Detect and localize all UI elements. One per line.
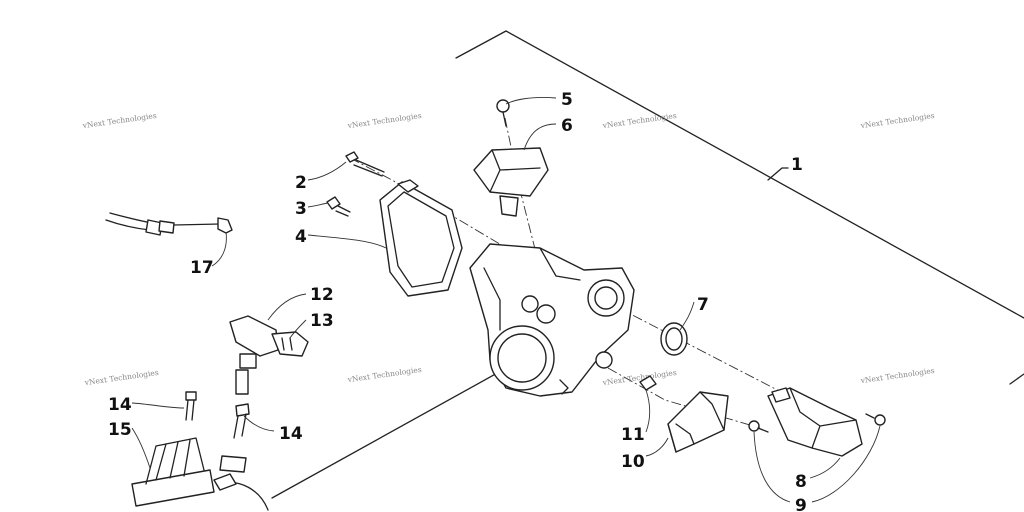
screw-part-3 (326, 196, 351, 217)
map-sensor-part-12 (229, 315, 279, 395)
assembly-frame (271, 30, 1024, 499)
callout-labels: 1 2 3 4 5 6 7 8 9 10 11 12 13 14 14 15 1… (108, 90, 807, 512)
screw-part-9a (748, 420, 769, 433)
bolt-part-14b (233, 403, 250, 439)
clip-part-11 (639, 375, 657, 391)
callout-10: 10 (621, 452, 645, 472)
screw-part-5 (496, 99, 510, 127)
screw-part-2 (345, 151, 385, 177)
callout-12: 12 (310, 285, 334, 305)
connector-part-13 (271, 331, 309, 357)
callout-9: 9 (795, 496, 807, 512)
harness-part-15 (131, 437, 269, 511)
callout-1: 1 (791, 155, 803, 175)
watermark-text: vNext Technologies (859, 366, 935, 385)
callout-17: 17 (190, 258, 214, 278)
watermark-text: vNext Technologies (601, 111, 677, 130)
watermark-text: vNext Technologies (346, 111, 422, 130)
throttle-body-housing (469, 243, 635, 397)
callout-3: 3 (295, 199, 307, 219)
leader-lines (131, 97, 881, 503)
callout-6: 6 (561, 116, 573, 136)
callout-7: 7 (697, 295, 709, 315)
watermark-text: vNext Technologies (81, 111, 157, 130)
throttle-cable-part (105, 212, 233, 236)
callout-14-right: 14 (279, 424, 303, 444)
callout-8: 8 (795, 472, 807, 492)
callout-4: 4 (295, 227, 307, 247)
throttle-cover-part-4 (379, 179, 463, 297)
screw-part-9b (865, 413, 886, 426)
callout-5: 5 (561, 90, 573, 110)
o-ring-part-7 (660, 322, 688, 356)
watermark-text: vNext Technologies (346, 365, 422, 384)
callout-2: 2 (295, 173, 307, 193)
watermark-text: vNext Technologies (83, 368, 159, 387)
callout-11: 11 (621, 425, 645, 445)
valve-part-8 (767, 387, 863, 457)
callout-13: 13 (310, 311, 334, 331)
sensor-part-10 (667, 391, 729, 453)
callout-15: 15 (108, 420, 132, 440)
watermark-text: vNext Technologies (859, 111, 935, 130)
bolt-part-14a (185, 391, 197, 421)
sensor-part-6 (473, 147, 549, 217)
callout-14-left: 14 (108, 395, 132, 415)
